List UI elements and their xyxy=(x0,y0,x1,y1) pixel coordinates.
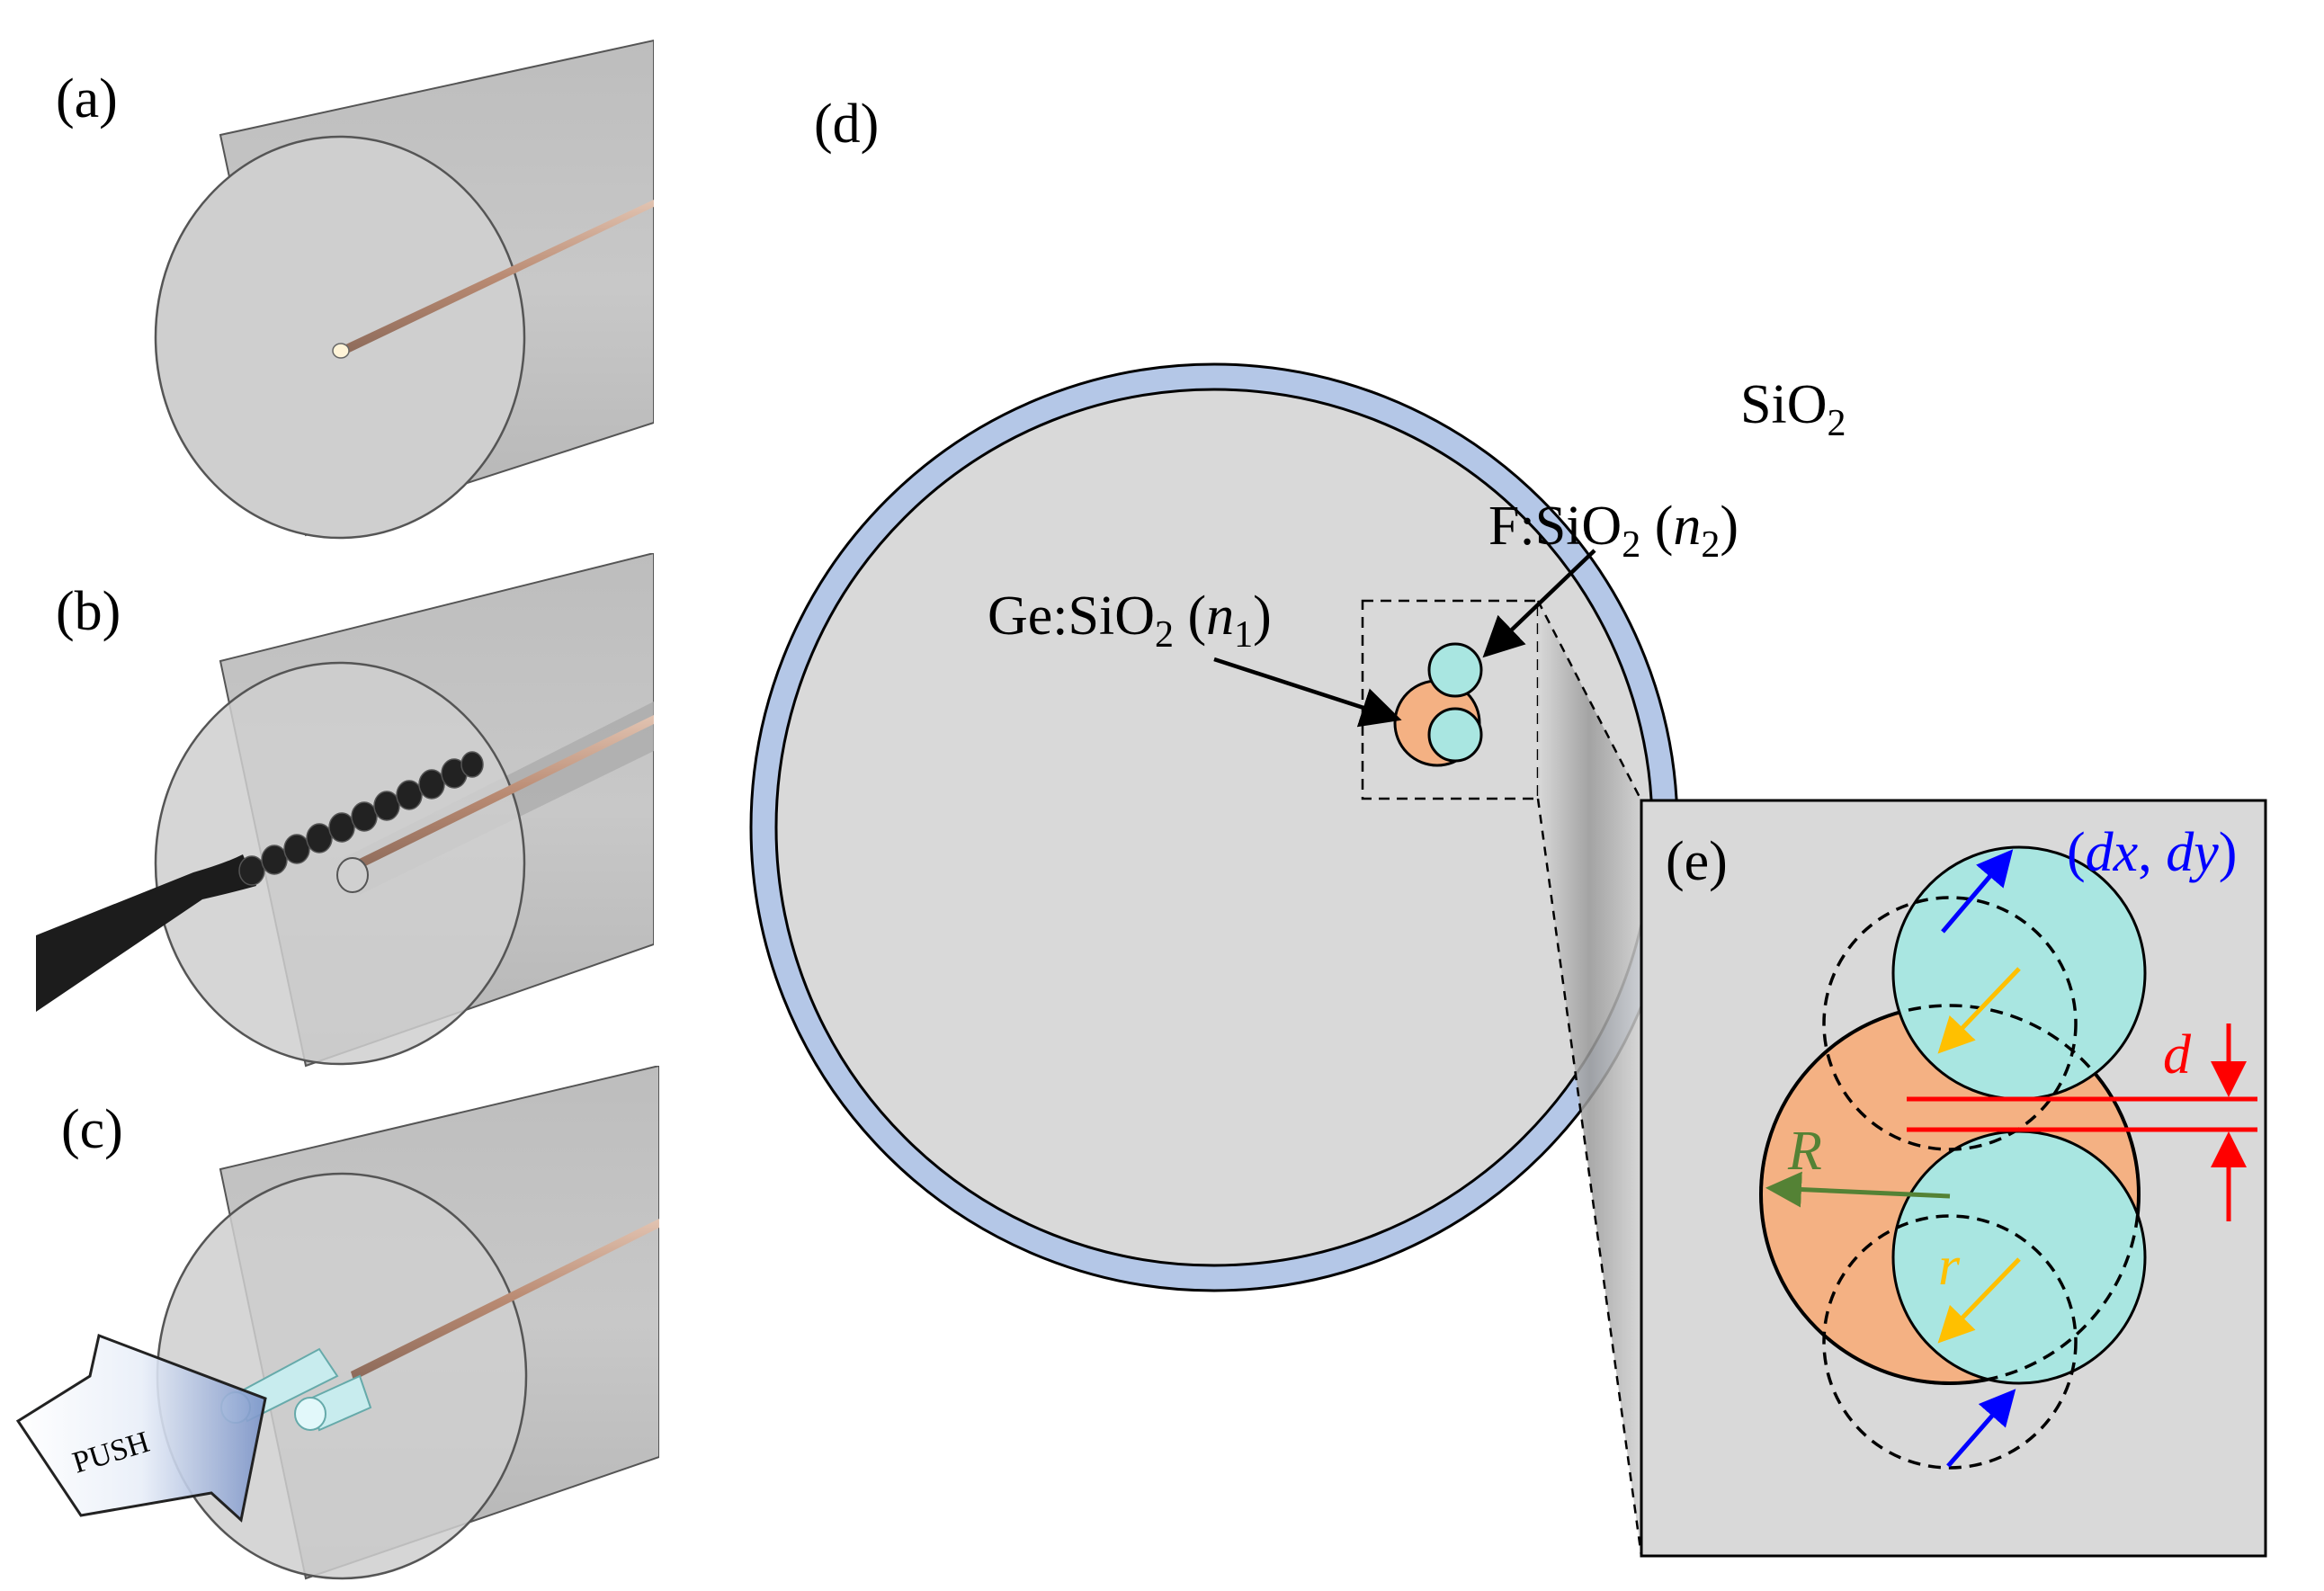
ge-core-pointer xyxy=(1213,657,1402,728)
copper-wire xyxy=(346,715,654,874)
r-arrow-top xyxy=(1937,967,2021,1054)
fluorine-rod-bottom-end xyxy=(294,1397,326,1431)
panel-c-label: (c) xyxy=(61,1099,123,1160)
sio2-label: SiO2 xyxy=(1740,374,1846,444)
zoom-wedge xyxy=(1538,601,1641,1556)
dx-dy-arrow-top xyxy=(1941,849,2014,934)
core-group xyxy=(1393,642,1483,767)
drill-shank xyxy=(36,854,256,1012)
preform-end-face xyxy=(154,661,526,1066)
drill-bit xyxy=(238,751,484,886)
d-label: d xyxy=(2163,1024,2192,1086)
gesio2-label: Ge:SiO2 (n1) xyxy=(988,585,1272,656)
r-arrow-bottom xyxy=(1937,1257,2021,1344)
panel-c: PUSH xyxy=(15,1066,659,1580)
rod-original-bottom xyxy=(1822,1214,2078,1470)
bore-hole xyxy=(336,857,369,893)
f-rod-top-large xyxy=(1891,845,2147,1101)
wire-end xyxy=(332,343,350,359)
f-rod-bottom-large xyxy=(1891,1130,2147,1385)
panel-e-label: (e) xyxy=(1666,831,1728,892)
panel-d-label: (d) xyxy=(814,94,879,155)
fsio2-label: F:SiO2 (n2) xyxy=(1488,496,1739,566)
R-arrow xyxy=(1765,1171,1951,1208)
f-doped-rod-top xyxy=(1427,642,1483,698)
f-rod-pointer xyxy=(1482,549,1596,658)
panel-a-label: (a) xyxy=(56,68,118,130)
preform-end-face xyxy=(156,1172,528,1580)
r-label: r xyxy=(1938,1236,1961,1297)
panel-b-label: (b) xyxy=(56,581,121,642)
preform-end-face xyxy=(154,135,526,540)
copper-wire xyxy=(340,200,654,356)
dx-dy-arrow-bottom xyxy=(1946,1389,2016,1468)
rod-original-top xyxy=(1822,896,2078,1151)
core-outline-dashed xyxy=(1759,1004,2141,1385)
offset-label: (dx, dy) xyxy=(2067,822,2237,883)
panel-d xyxy=(749,362,1679,1557)
panel-e: (e) (dx, dy) R r d xyxy=(1640,799,2267,1558)
panel-a xyxy=(154,39,654,540)
f-doped-rod-bottom xyxy=(1427,707,1483,763)
panel-b xyxy=(36,553,654,1068)
R-label: R xyxy=(1787,1121,1822,1182)
copper-wire xyxy=(351,1219,659,1381)
zoom-line-top xyxy=(1536,600,1643,801)
push-arrow: PUSH xyxy=(15,1333,267,1523)
zoom-line-bottom xyxy=(1536,798,1643,1557)
